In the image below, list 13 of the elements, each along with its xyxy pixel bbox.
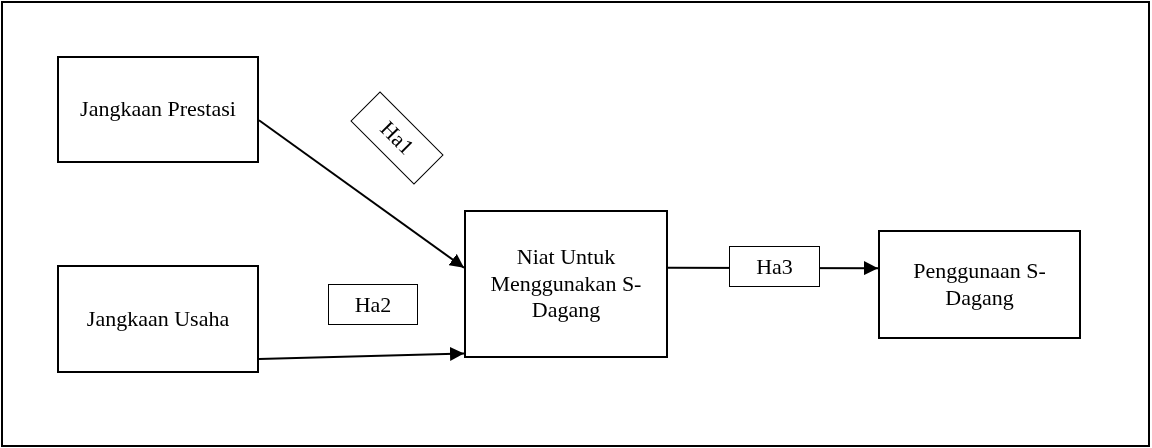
process-box [878,230,1081,339]
process-box [464,210,668,358]
edge-label: Ha3 [729,246,820,287]
box-label: Penggunaan S-Dagang [912,258,1047,311]
arrow [258,119,465,269]
box-label: Jangkaan Prestasi [80,96,236,123]
arrow [258,346,465,361]
edge-label: Ha1 [350,91,444,185]
edge-label: Ha2 [328,284,418,325]
process-box [57,265,259,373]
process-box [57,56,259,163]
box-label: Jangkaan Usaha [86,305,230,333]
box-label: Niat Untuk Menggunakan S-Dagang [489,244,643,324]
